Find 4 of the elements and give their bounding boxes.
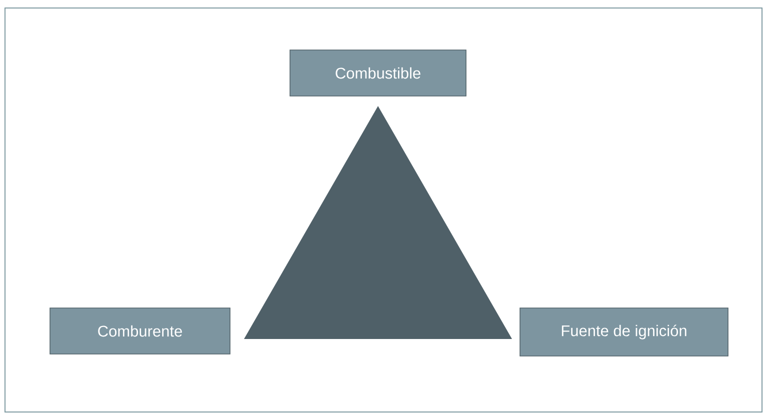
label-box: Combustible — [290, 50, 466, 96]
triangle — [244, 106, 512, 339]
label-box: Comburente — [50, 308, 230, 354]
label-box: Fuente de ignición — [520, 308, 728, 356]
